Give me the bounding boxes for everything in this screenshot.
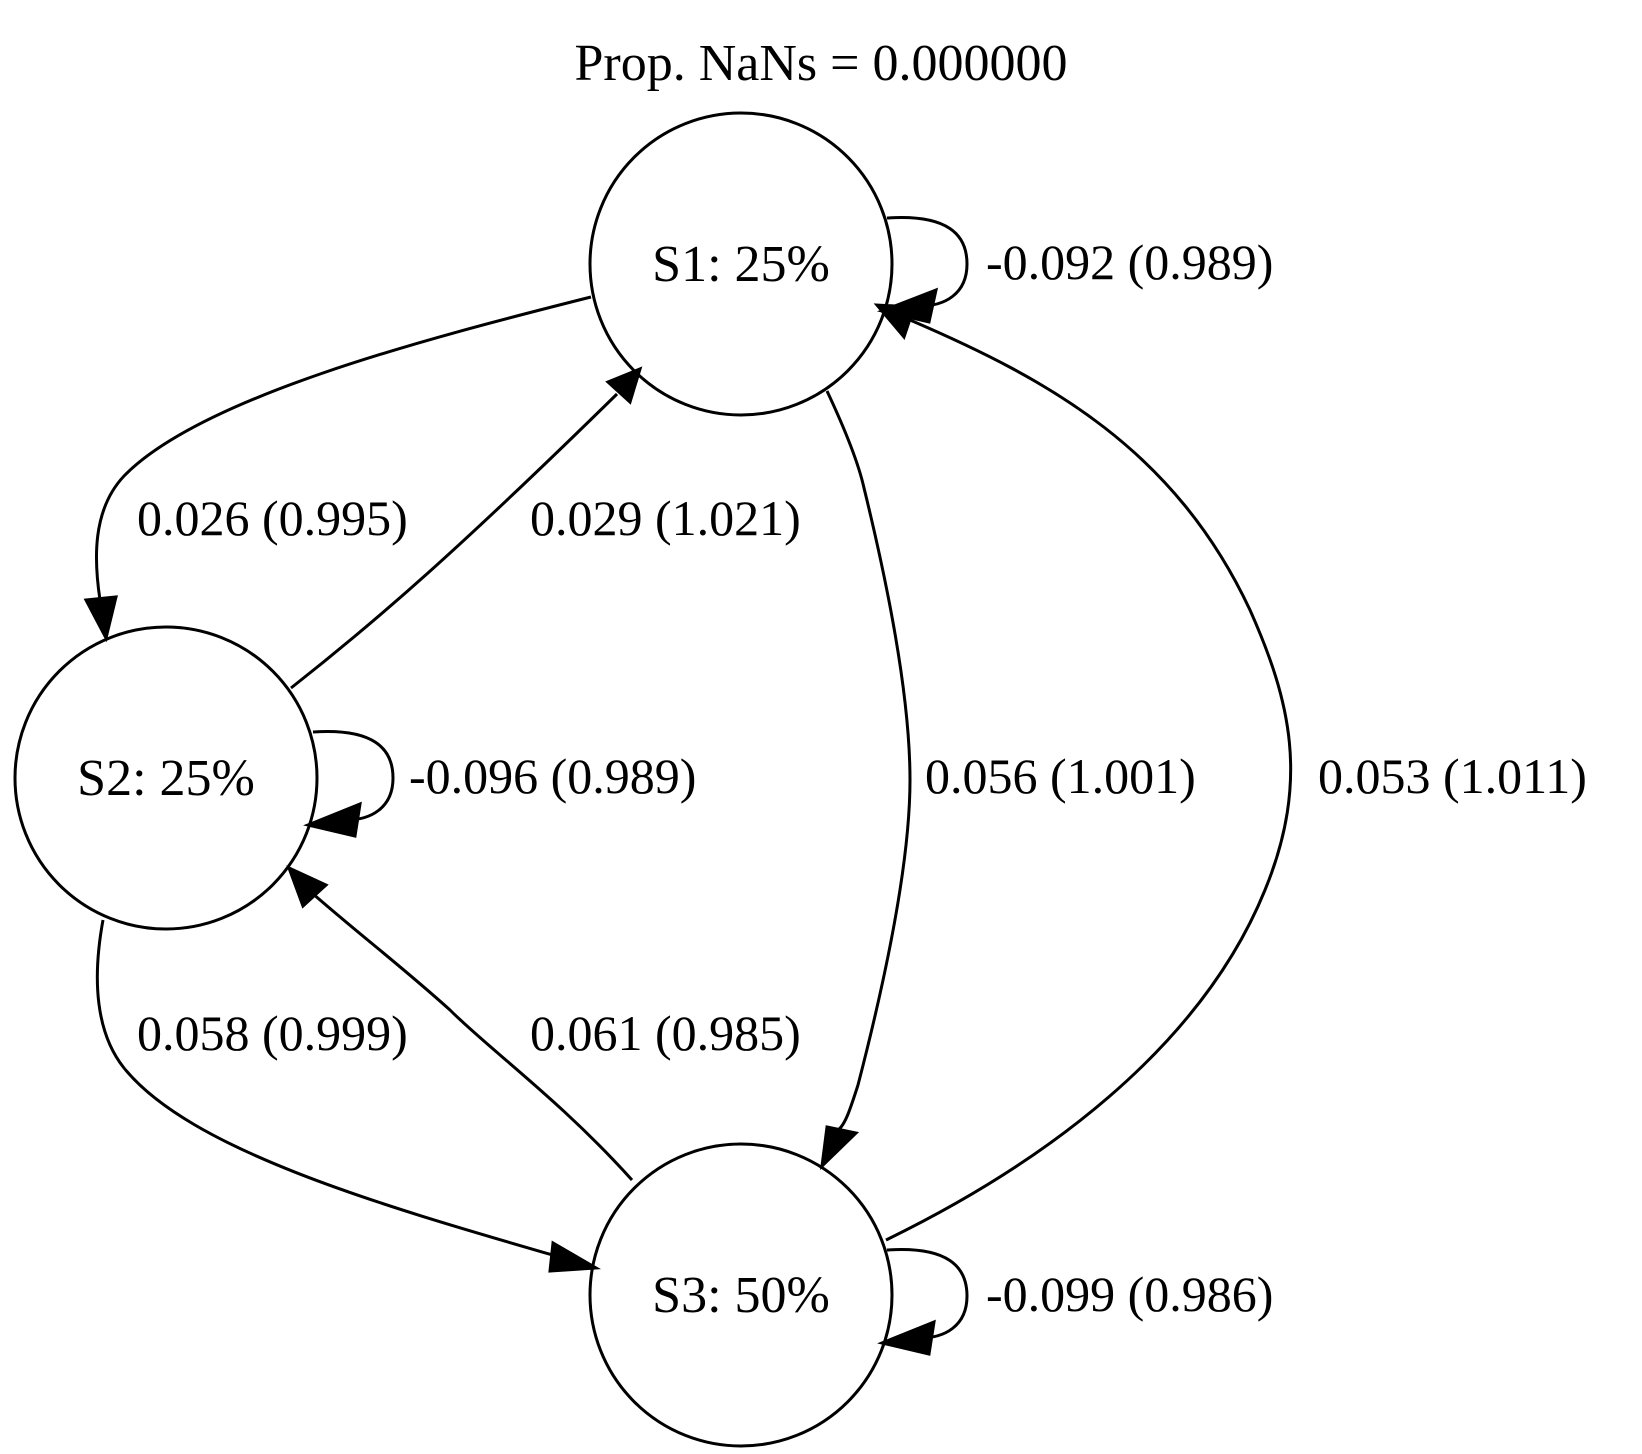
node-s2-label: S2: 25% [77,750,255,807]
node-s2-circle [13,625,319,931]
edge-s3-s3-label: -0.099 (0.986) [986,1266,1273,1322]
edge-s2-s3-label: 0.058 (0.999) [137,1005,408,1061]
edge-s2-s2: -0.096 (0.989) [303,729,696,838]
edge-s3-s2-arrowhead [286,865,329,909]
node-s3-label: S3: 50% [652,1267,830,1324]
edge-s2-s1: 0.029 (1.021) [290,366,801,690]
edge-s1-s1: -0.092 (0.989) [876,215,1273,324]
edge-s1-s2-arrowhead [83,595,118,643]
edge-s2-s1-line [290,392,619,690]
edge-s1-s3-label: 0.056 (1.001) [925,748,1196,804]
edge-s2-s1-label: 0.029 (1.021) [530,490,801,546]
edge-s3-s1-arrowhead [873,303,917,341]
edge-s2-s3-arrowhead [548,1240,602,1273]
edge-s3-s1: 0.053 (1.011) [873,303,1587,1242]
edge-s2-s2-line [312,729,395,822]
edge-s3-s2-label: 0.061 (0.985) [530,1005,801,1061]
edge-s3-s2-line [311,891,634,1182]
edge-s1-s3: 0.056 (1.001) [819,390,1196,1171]
node-s1-label: S1: 25% [652,236,830,293]
edge-s2-s2-label: -0.096 (0.989) [409,748,696,804]
node-s3-circle [588,1142,894,1448]
edge-s3-s1-line [885,318,1293,1242]
edge-s3-s3-line [886,1247,969,1340]
edge-s1-s2-line [94,295,592,601]
edge-s2-s2-arrowhead [303,801,362,838]
node-s3: S3: 50% [588,1142,894,1448]
edge-s1-s3-arrowhead [819,1125,860,1171]
edge-s1-s1-line [886,215,969,308]
edge-s3-s2: 0.061 (0.985) [286,865,801,1182]
node-s1-circle [588,111,894,417]
diagram-title: Prop. NaNs = 0.000000 [575,35,1068,92]
edge-s3-s1-label: 0.053 (1.011) [1318,748,1587,804]
edge-s2-s3: 0.058 (0.999) [95,919,602,1273]
node-s1: S1: 25% [588,111,894,417]
edge-s2-s3-line [95,919,557,1258]
edge-s3-s3: -0.099 (0.986) [877,1247,1273,1356]
node-s2: S2: 25% [13,625,319,931]
edge-s1-s3-line [825,390,912,1132]
edge-s1-s2: 0.026 (0.995) [83,295,592,643]
edge-s2-s1-arrowhead [605,366,643,405]
edge-s1-s2-label: 0.026 (0.995) [137,490,408,546]
edge-s1-s1-label: -0.092 (0.989) [986,234,1273,290]
edge-s3-s3-arrowhead [877,1319,936,1356]
